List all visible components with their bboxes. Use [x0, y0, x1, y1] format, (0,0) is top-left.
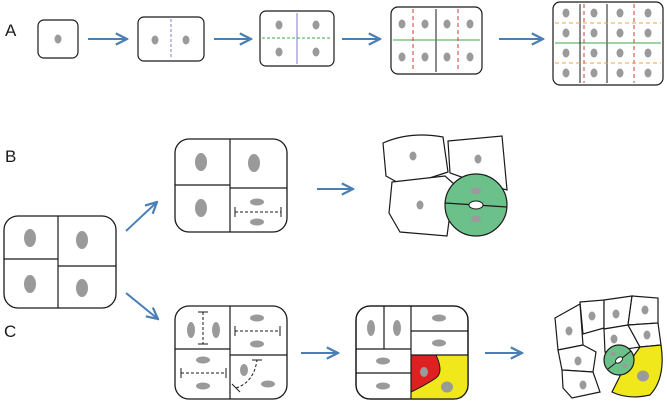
row-label-c: C	[4, 322, 17, 341]
row-a-stage-4-cells	[390, 6, 483, 75]
row-c-meristemoid-stage	[355, 305, 469, 400]
branch-arrow-to-b	[125, 202, 157, 232]
row-b-asymmetric-division-cells	[174, 138, 288, 233]
row-label-a: A	[5, 21, 17, 40]
row-a-stage-3-cells	[259, 10, 335, 67]
branch-arrow-to-c	[125, 292, 158, 319]
row-c-mature-stoma	[554, 295, 663, 399]
row-a-stage-1-cell	[37, 19, 79, 59]
row-label-b: B	[5, 147, 17, 166]
row-a-stage-2-cells	[137, 16, 205, 62]
initial-four-cell-group	[3, 215, 117, 309]
row-c-division-planes-cells	[174, 305, 288, 400]
row-a-stage-5-cells	[552, 1, 664, 86]
row-b-mature-stoma	[382, 134, 508, 237]
